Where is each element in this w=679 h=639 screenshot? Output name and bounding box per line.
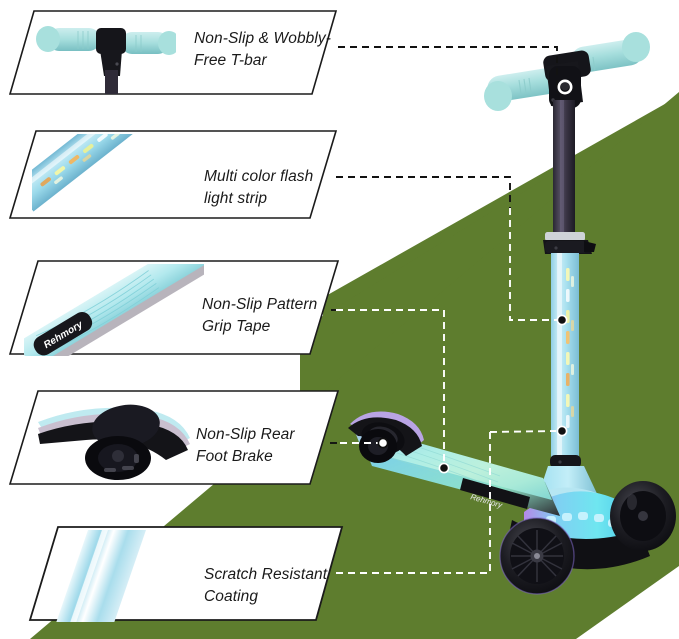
green-notch-left [0, 520, 60, 600]
callout-frame-coating [28, 526, 344, 621]
leader-line-lightstrip-dark [336, 176, 511, 210]
t-bar-clamp [543, 50, 591, 108]
leader-dot-brake [377, 437, 389, 449]
front-wheel-right [610, 481, 676, 551]
callout-card-lightstrip[interactable]: Multi color flash light strip [8, 128, 338, 220]
leader-line-coating-tail [489, 430, 557, 433]
callout-frame-lightstrip [8, 130, 338, 219]
stem-base-collar [550, 455, 581, 468]
leader-dot-griptape [438, 462, 450, 474]
callout-frame-griptape [8, 260, 340, 355]
leader-line-lightstrip-light [509, 208, 562, 321]
leader-line-coating-light [336, 432, 491, 574]
front-wheel-left [499, 517, 575, 595]
rear-wheel [359, 429, 397, 463]
stem-light-strip [566, 268, 574, 428]
callout-card-brake[interactable]: Non-Slip Rear Foot Brake [8, 388, 340, 486]
callout-card-tbar[interactable]: Non-Slip & Wobbly- Free T-bar [8, 8, 338, 96]
callout-card-griptape[interactable]: Rehmory Non-Slip Pattern Grip Tape [8, 258, 340, 356]
leader-dot-lightstrip [556, 314, 568, 326]
callout-frame-tbar [8, 10, 338, 95]
leader-line-griptape-light [336, 309, 445, 468]
telescoping-stem-upper [553, 100, 575, 238]
leader-dot-tbar [557, 79, 573, 95]
leader-dot-coating [556, 425, 568, 437]
t-bar-assembly [484, 32, 650, 111]
leader-line-tbar [338, 46, 558, 93]
left-handgrip [484, 68, 559, 111]
callout-frame-brake [8, 390, 340, 485]
height-adjust-clamp [543, 232, 596, 254]
callout-card-coating[interactable]: Scratch Resistant Coating [28, 524, 346, 624]
